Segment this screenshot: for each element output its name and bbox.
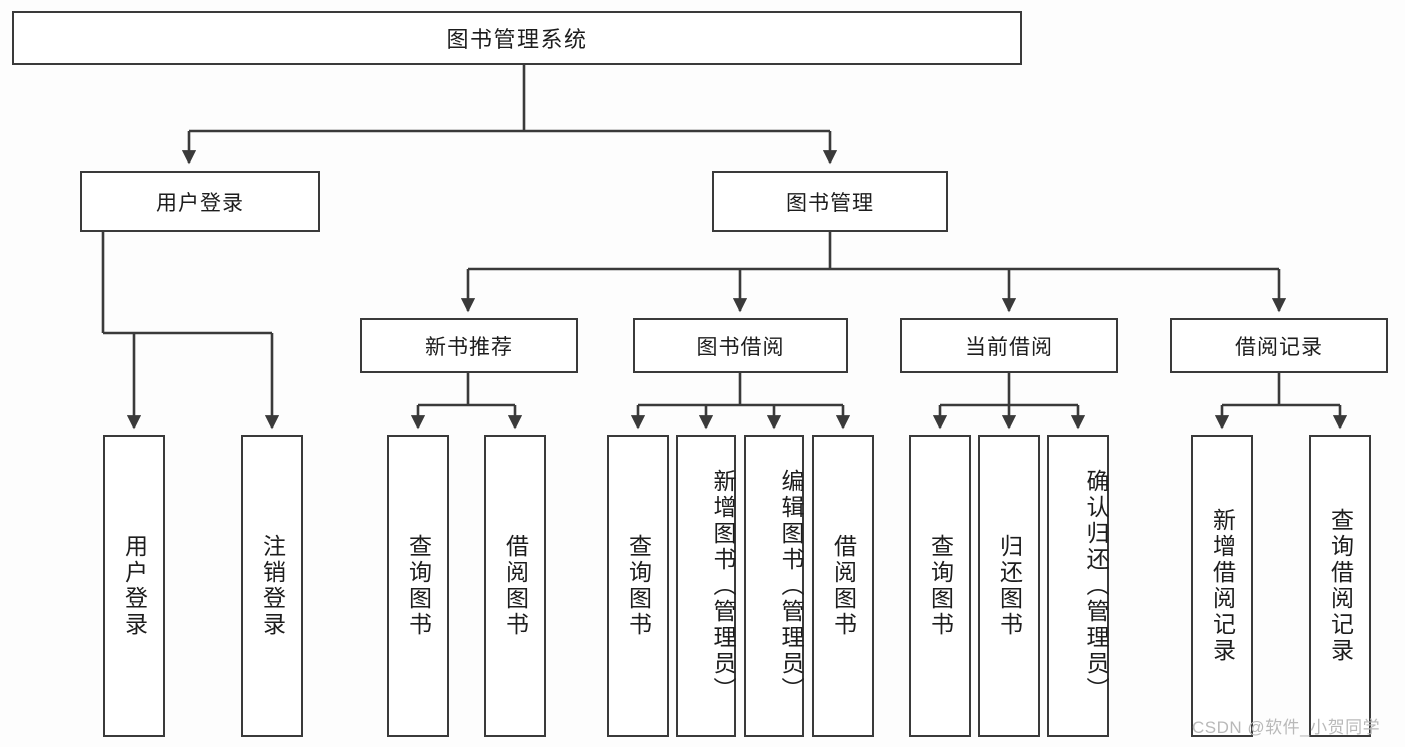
- leaf-confirm-return-admin[interactable]: 确认归还（管理员）: [1047, 435, 1109, 737]
- node-book-management[interactable]: 图书管理: [712, 171, 948, 232]
- csdn-watermark: CSDN @软件_小贺同学: [1192, 718, 1381, 737]
- leaf-query-book-borrow[interactable]: 查询图书: [607, 435, 669, 737]
- node-borrow-record[interactable]: 借阅记录: [1170, 318, 1388, 373]
- node-root-system[interactable]: 图书管理系统: [12, 11, 1022, 65]
- node-current-borrow[interactable]: 当前借阅: [900, 318, 1118, 373]
- leaf-add-book-admin[interactable]: 新增图书（管理员）: [676, 435, 736, 737]
- leaf-query-book-current[interactable]: 查询图书: [909, 435, 971, 737]
- leaf-return-book[interactable]: 归还图书: [978, 435, 1040, 737]
- node-user-login[interactable]: 用户登录: [80, 171, 320, 232]
- node-book-borrow[interactable]: 图书借阅: [633, 318, 848, 373]
- node-new-book-recommend[interactable]: 新书推荐: [360, 318, 578, 373]
- leaf-logout-login[interactable]: 注销登录: [241, 435, 303, 737]
- leaf-edit-book-admin[interactable]: 编辑图书（管理员）: [744, 435, 804, 737]
- leaf-add-borrow-record[interactable]: 新增借阅记录: [1191, 435, 1253, 737]
- leaf-query-book-recommend[interactable]: 查询图书: [387, 435, 449, 737]
- leaf-query-borrow-record[interactable]: 查询借阅记录: [1309, 435, 1371, 737]
- leaf-borrow-book[interactable]: 借阅图书: [812, 435, 874, 737]
- leaf-borrow-book-recommend[interactable]: 借阅图书: [484, 435, 546, 737]
- leaf-user-login[interactable]: 用户登录: [103, 435, 165, 737]
